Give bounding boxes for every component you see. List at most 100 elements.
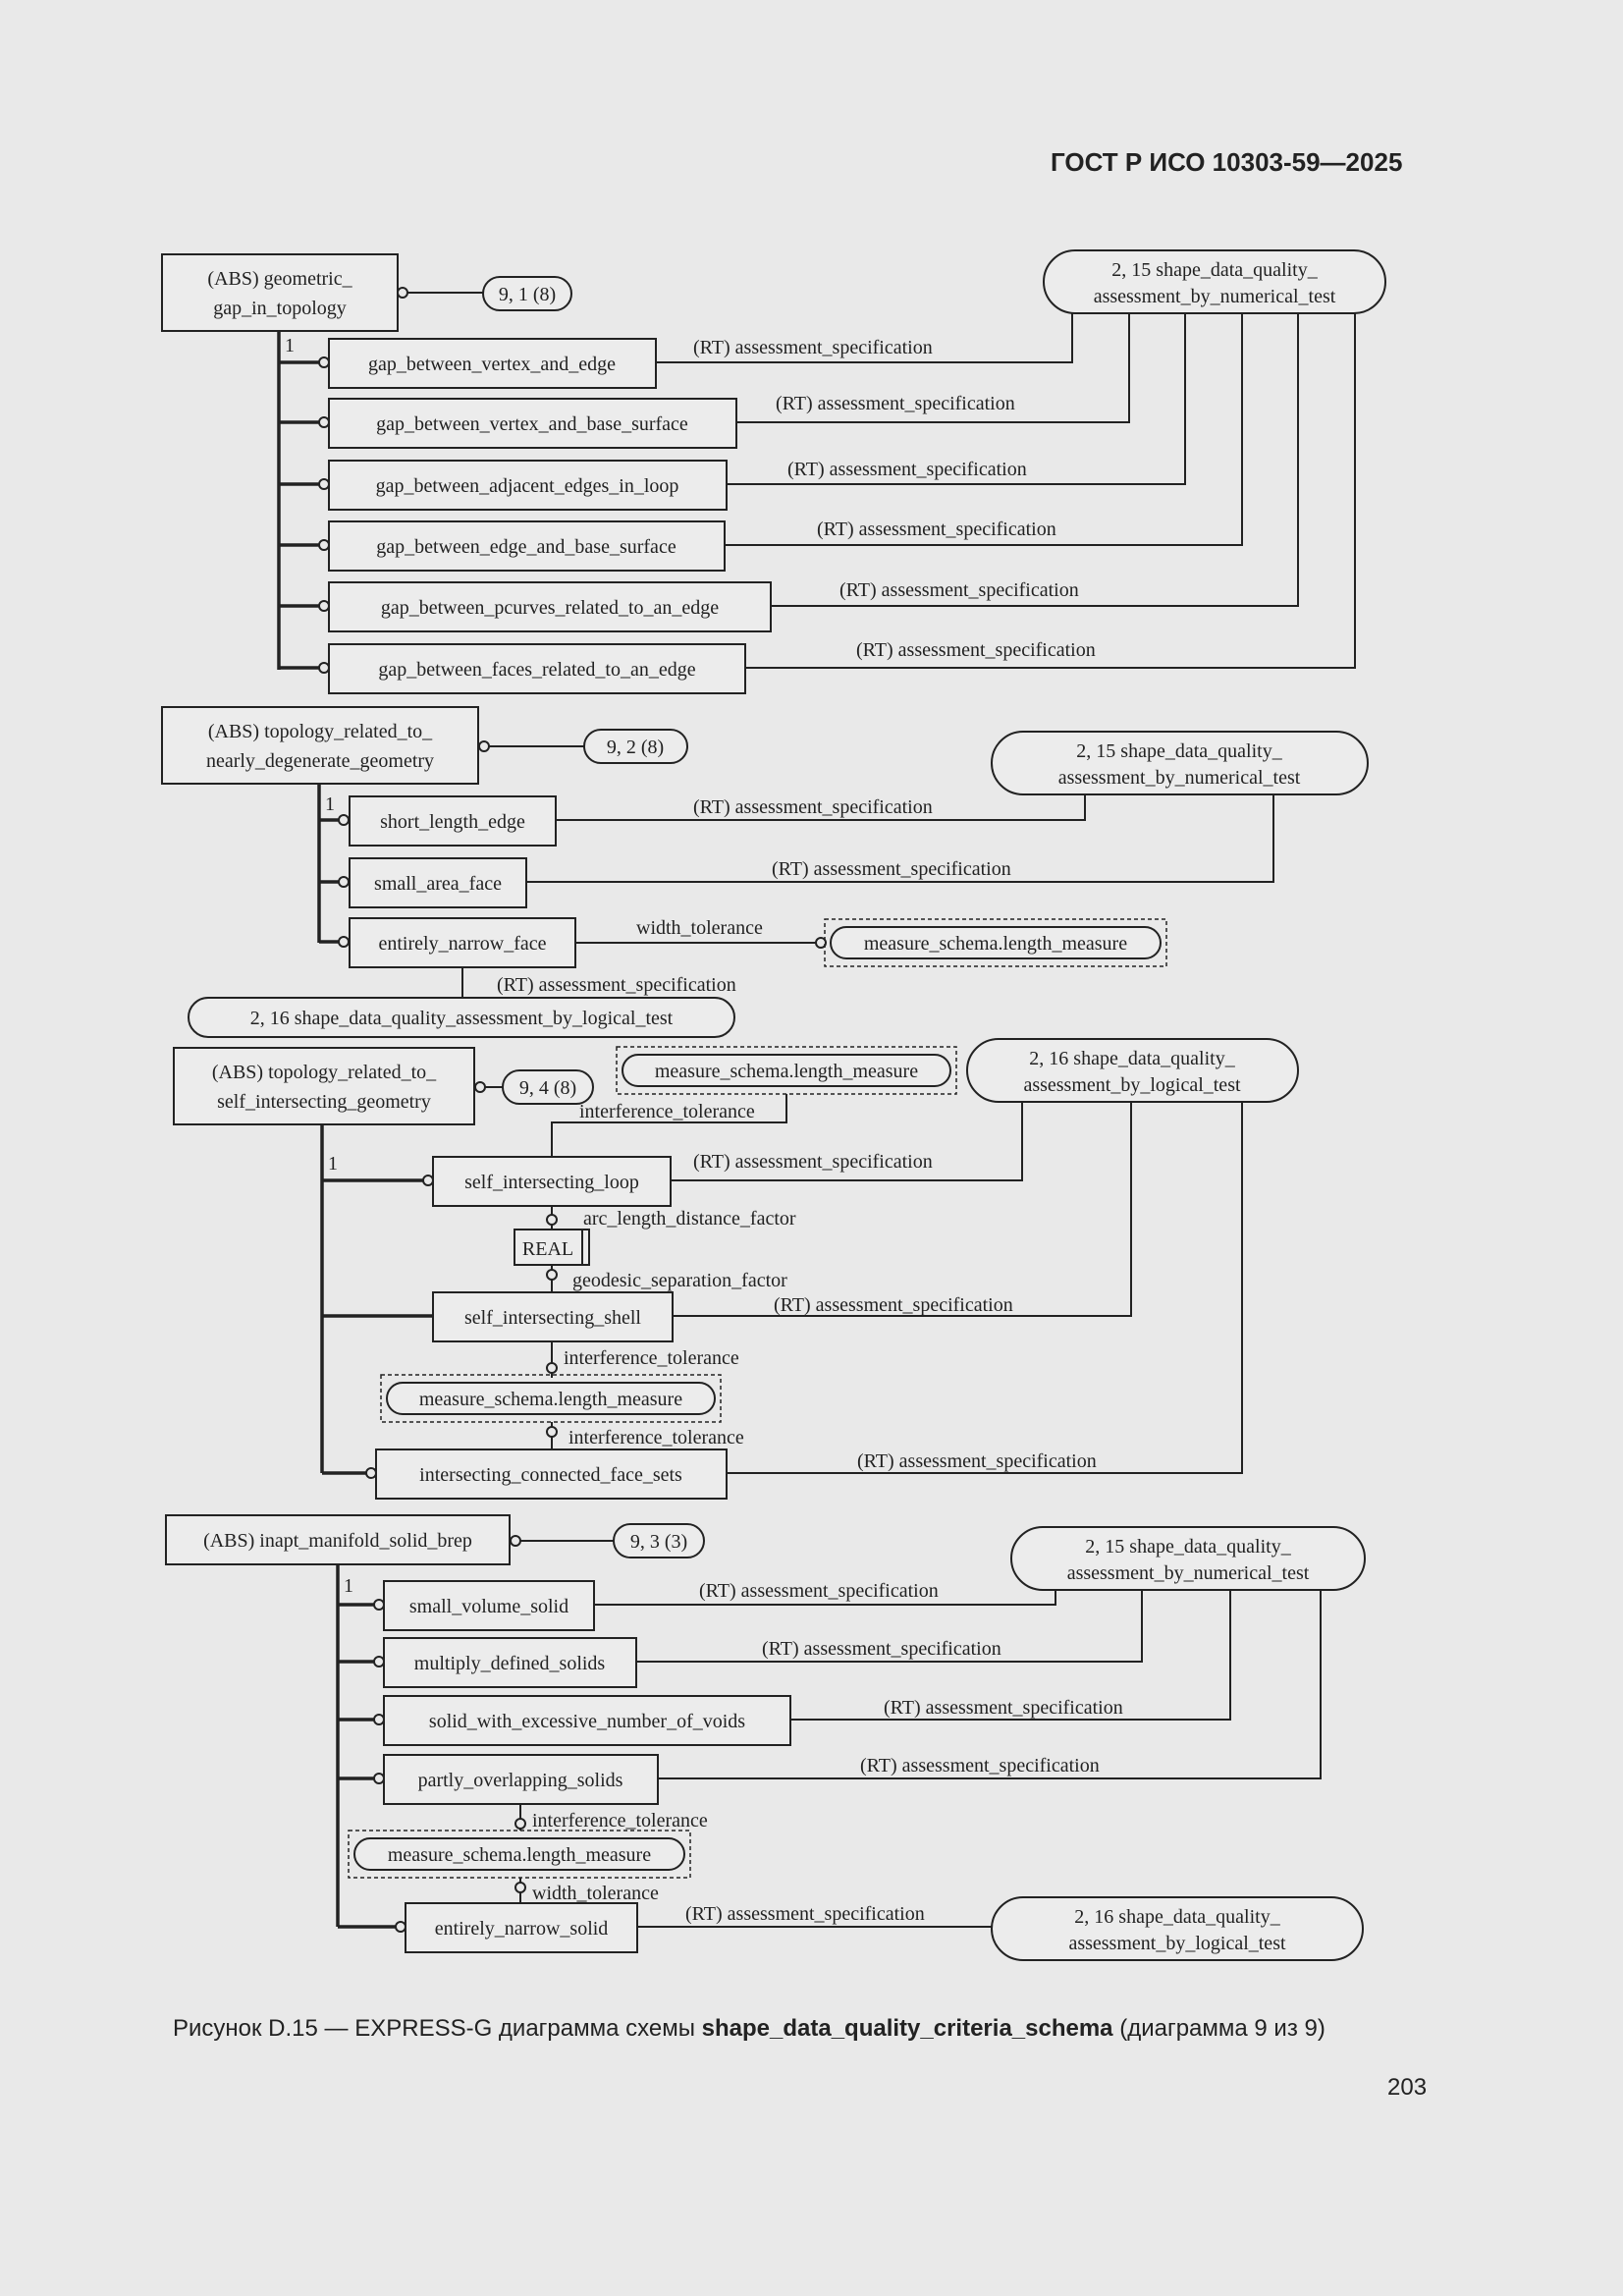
rt-assessment-label: (RT) assessment_specification [693, 796, 933, 818]
target-numerical-test-1-label-1: 2, 15 shape_data_quality_ [1111, 259, 1318, 281]
interference-tolerance-top-label: interference_tolerance [579, 1101, 755, 1122]
measure-length-measure-mid-label: measure_schema.length_measure [419, 1389, 682, 1410]
small-volume-solid-box [383, 1580, 595, 1631]
gap-between-vertex-and-edge-label: gap_between_vertex_and_edge [368, 354, 616, 375]
figure-caption-prefix: Рисунок D.15 — EXPRESS-G диаграмма схемы [173, 2015, 702, 2042]
page-ref-9-1-label: 9, 1 (8) [499, 284, 556, 305]
rt-assessment-label: (RT) assessment_specification [776, 393, 1015, 414]
partly-overlapping-solids-label: partly_overlapping_solids [418, 1770, 623, 1791]
page-number: 203 [1387, 2074, 1428, 2101]
rt-assessment-label: (RT) assessment_specification [762, 1638, 1001, 1660]
gap-between-edge-and-base-surface-label: gap_between_edge_and_base_surface [376, 536, 676, 558]
target-logical-test-3-label-2: assessment_by_logical_test [1023, 1074, 1241, 1096]
entirely-narrow-solid-label: entirely_narrow_solid [435, 1918, 609, 1940]
gap-between-adjacent-edges-in-loop-box [328, 460, 728, 511]
width-tolerance-g4-label: width_tolerance [532, 1883, 659, 1904]
target-numerical-test-1 [1043, 249, 1386, 314]
rt-assessment-label: (RT) assessment_specification [774, 1294, 1013, 1316]
measure-length-measure-top-label: measure_schema.length_measure [655, 1061, 918, 1082]
page-ref-9-4 [502, 1069, 594, 1105]
intersecting-connected-face-sets-box [375, 1449, 728, 1500]
abs-topology-nearly-degenerate-box [161, 706, 479, 785]
gap-between-pcurves-related-to-an-edge-box [328, 581, 772, 632]
figure-caption-schema: shape_data_quality_criteria_schema [701, 2015, 1113, 2042]
cardinality-one-g2: 1 [325, 793, 335, 815]
entirely-narrow-face-box [349, 917, 576, 968]
small-area-face-label: small_area_face [374, 873, 502, 895]
target-logical-test-3 [966, 1038, 1299, 1103]
target-logical-test-2-label: 2, 16 shape_data_quality_assessment_by_l… [250, 1008, 674, 1029]
target-logical-test-3-label-1: 2, 16 shape_data_quality_ [1029, 1048, 1235, 1069]
abs-topology-self-intersecting-box [173, 1047, 475, 1125]
small-volume-solid-label: small_volume_solid [409, 1596, 568, 1617]
rt-assessment-label: (RT) assessment_specification [699, 1580, 939, 1602]
rt-assessment-label: (RT) assessment_specification [772, 858, 1011, 880]
target-numerical-test-4-label-2: assessment_by_numerical_test [1067, 1562, 1310, 1584]
abs-inapt-manifold-solid-brep-label: (ABS) inapt_manifold_solid_brep [203, 1530, 472, 1552]
rt-assessment-label: (RT) assessment_specification [693, 1151, 933, 1173]
geodesic-separation-factor-label: geodesic_separation_factor [572, 1270, 787, 1291]
measure-length-measure-top [622, 1054, 951, 1087]
page-ref-9-4-label: 9, 4 (8) [519, 1077, 576, 1099]
page-ref-9-2-label: 9, 2 (8) [607, 737, 664, 758]
entirely-narrow-face-label: entirely_narrow_face [378, 933, 546, 955]
rt-assessment-label: (RT) assessment_specification [817, 519, 1056, 540]
cardinality-one-g3: 1 [328, 1153, 338, 1175]
abs-topology-nearly-degenerate-label-2: nearly_degenerate_geometry [206, 750, 434, 772]
rt-assessment-label: (RT) assessment_specification [860, 1755, 1100, 1777]
rt-assessment-label: (RT) assessment_specification [693, 337, 933, 358]
page-ref-9-1 [482, 276, 572, 311]
target-logical-test-2 [188, 997, 735, 1038]
cardinality-one-g1: 1 [285, 335, 295, 356]
gap-between-edge-and-base-surface-box [328, 520, 726, 572]
group-inapt-manifold-solid-brep: (ABS) inapt_manifold_solid_brep 9, 3 (3)… [165, 1514, 1366, 1961]
target-numerical-test-1-label-2: assessment_by_numerical_test [1094, 286, 1336, 307]
group-nearly-degenerate-geometry: (ABS) topology_related_to_ nearly_degene… [161, 706, 1369, 1038]
arc-length-distance-factor-label: arc_length_distance_factor [583, 1208, 796, 1230]
width-tolerance-label: width_tolerance [636, 917, 763, 939]
measure-length-measure-g2-label: measure_schema.length_measure [864, 933, 1127, 955]
abs-geometric-gap-in-topology-box [161, 253, 399, 332]
gap-between-faces-related-to-an-edge-box [328, 643, 746, 694]
intersecting-connected-face-sets-label: intersecting_connected_face_sets [419, 1464, 682, 1486]
real-type-label: REAL [522, 1238, 573, 1260]
group-self-intersecting-geometry: (ABS) topology_related_to_ self_intersec… [173, 1038, 1299, 1500]
solid-with-excessive-number-of-voids-box [383, 1695, 791, 1746]
target-numerical-test-2-label-1: 2, 15 shape_data_quality_ [1076, 740, 1282, 762]
gap-between-pcurves-related-to-an-edge-label: gap_between_pcurves_related_to_an_edge [381, 597, 719, 619]
gap-between-faces-related-to-an-edge-label: gap_between_faces_related_to_an_edge [378, 659, 695, 681]
rt-assessment-label: (RT) assessment_specification [856, 639, 1096, 661]
gap-between-vertex-and-base-surface-box [328, 398, 737, 449]
short-length-edge-label: short_length_edge [380, 811, 525, 833]
target-logical-test-4-label-2: assessment_by_logical_test [1068, 1933, 1286, 1954]
target-numerical-test-2-label-2: assessment_by_numerical_test [1058, 767, 1301, 789]
interference-tolerance-g4-label: interference_tolerance [532, 1810, 708, 1831]
real-type-box [514, 1229, 590, 1266]
multiply-defined-solids-label: multiply_defined_solids [414, 1653, 606, 1674]
rt-assessment-label: (RT) assessment_specification [839, 579, 1079, 601]
abs-topology-self-intersecting-label-2: self_intersecting_geometry [217, 1091, 431, 1113]
target-numerical-test-4 [1010, 1526, 1366, 1591]
interference-tolerance-bot-label: interference_tolerance [568, 1427, 744, 1449]
abs-topology-self-intersecting-label-1: (ABS) topology_related_to_ [212, 1062, 437, 1083]
gap-between-vertex-and-base-surface-label: gap_between_vertex_and_base_surface [376, 413, 688, 435]
target-numerical-test-2 [991, 731, 1369, 795]
measure-length-measure-g4 [353, 1837, 685, 1871]
figure-caption-suffix: (диаграмма 9 из 9) [1112, 2015, 1325, 2042]
abs-topology-nearly-degenerate-label-1: (ABS) topology_related_to_ [208, 721, 433, 742]
rt-assessment-label: (RT) assessment_specification [787, 459, 1027, 480]
short-length-edge-box [349, 795, 557, 847]
target-logical-test-4 [991, 1896, 1364, 1961]
measure-length-measure-g2 [830, 926, 1162, 959]
abs-geometric-gap-in-topology-label-2: gap_in_topology [213, 298, 347, 319]
gap-between-vertex-and-edge-box [328, 338, 657, 389]
abs-geometric-gap-in-topology-label-1: (ABS) geometric_ [207, 268, 352, 290]
self-intersecting-loop-label: self_intersecting_loop [464, 1172, 639, 1193]
measure-length-measure-g2-frame [824, 918, 1167, 967]
document-header: ГОСТ Р ИСО 10303-59—2025 [1051, 147, 1403, 177]
measure-length-measure-mid [386, 1382, 716, 1415]
target-numerical-test-4-label-1: 2, 15 shape_data_quality_ [1085, 1536, 1291, 1558]
cardinality-one-g4: 1 [344, 1575, 353, 1597]
page-ref-9-2 [583, 729, 688, 764]
